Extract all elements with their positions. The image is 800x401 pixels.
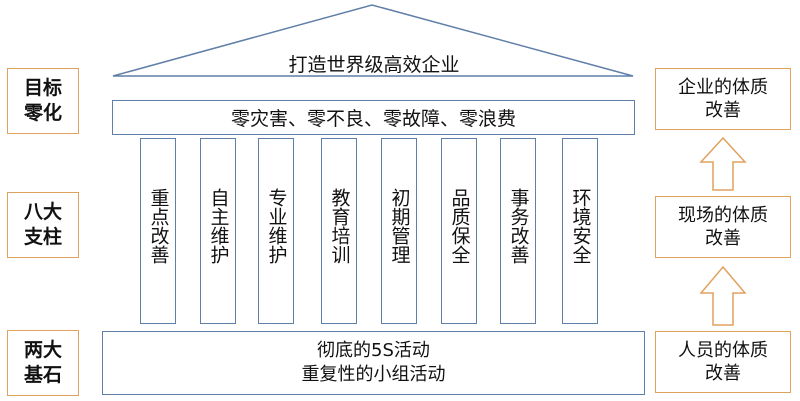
pillar-6: 品质保全 bbox=[441, 138, 477, 324]
pillar-5: 初期管理 bbox=[381, 138, 417, 324]
right-box-people: 人员的体质 改善 bbox=[655, 331, 791, 393]
pillar-3: 专业维护 bbox=[258, 138, 294, 324]
pillar-8: 环境安全 bbox=[562, 138, 598, 324]
pillar-2: 自主维护 bbox=[200, 138, 236, 324]
pillar-1: 重点改善 bbox=[140, 138, 176, 324]
pillar-7: 事务改善 bbox=[500, 138, 536, 324]
pillar-4: 教育培训 bbox=[321, 138, 357, 324]
side-label-pillars: 八大 支柱 bbox=[7, 192, 79, 258]
right-box-enterprise: 企业的体质 改善 bbox=[655, 68, 791, 130]
up-arrow-icon bbox=[699, 265, 747, 326]
foundation-base: 彻底的5S活动 重复性的小组活动 bbox=[102, 331, 645, 395]
right-box-site: 现场的体质 改善 bbox=[655, 196, 791, 258]
side-label-foundation: 两大 基石 bbox=[7, 330, 79, 396]
goal-beam: 零灾害、零不良、零故障、零浪费 bbox=[112, 100, 635, 135]
side-label-goal: 目标 零化 bbox=[7, 68, 79, 134]
roof-title: 打造世界级高效企业 bbox=[288, 54, 460, 76]
up-arrow-icon bbox=[699, 136, 747, 191]
